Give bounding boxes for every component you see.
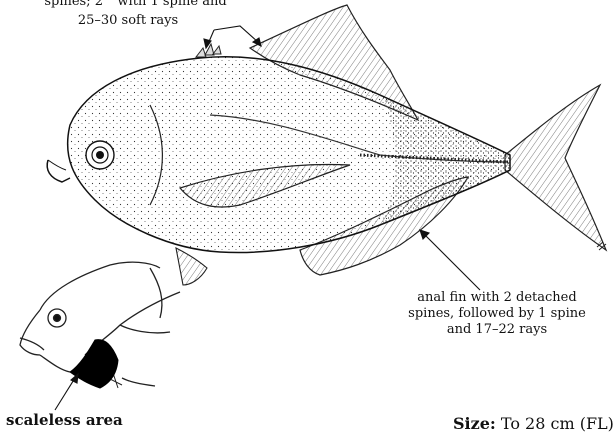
size-label-key: Size: [453, 414, 496, 433]
size-label: Size: To 28 cm (FL) [453, 414, 614, 433]
size-label-value: To 28 cm (FL) [496, 414, 614, 433]
anal-fin-label-line1: anal fin with 2 detached [397, 290, 597, 305]
dorsal-spines [196, 44, 221, 57]
caudal-fin [505, 85, 606, 250]
anal-arrow [420, 230, 480, 290]
dorsal-arrows [204, 26, 261, 48]
fish-body [47, 57, 510, 253]
dorsal-fin-label-line2: 25–30 soft rays [8, 13, 248, 28]
anal-fin-label-line2: spines, followed by 1 spine [397, 306, 597, 321]
scaleless-area-label: scaleless area [6, 413, 123, 428]
pelvic-fin [176, 248, 207, 285]
scaleless-arrow [55, 374, 78, 410]
dorsal-fin-label-line1: spines; 2nd with 1 spine and [8, 0, 263, 9]
anal-fin-label-line3: and 17–22 rays [397, 322, 597, 337]
